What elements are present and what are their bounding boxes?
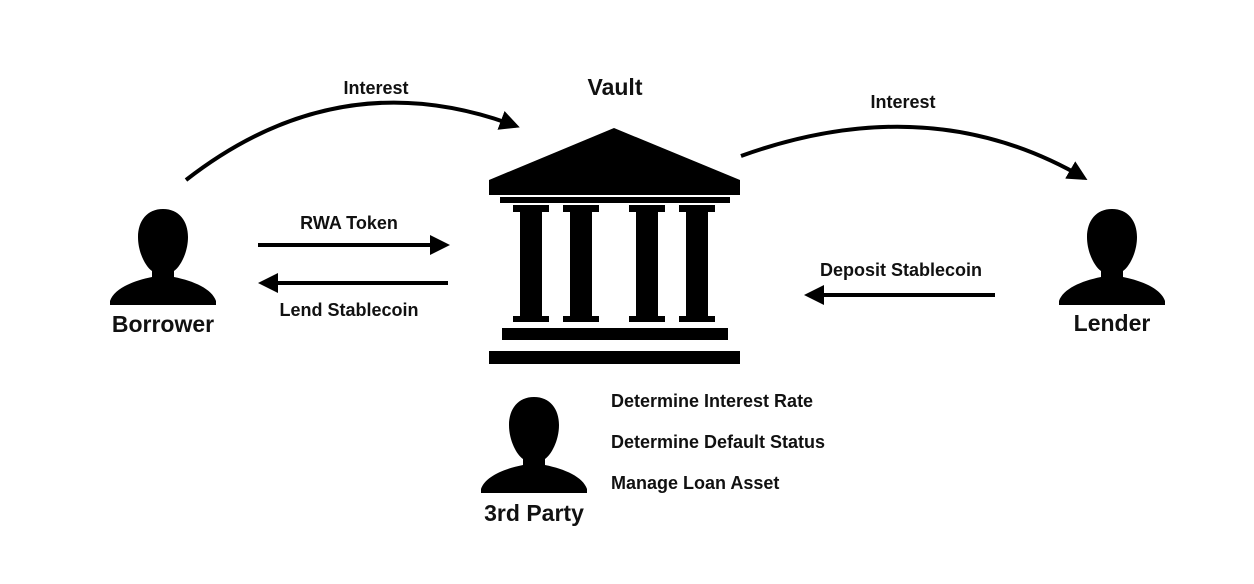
borrower-label: Borrower [112, 311, 214, 337]
third-party-label: 3rd Party [484, 500, 584, 526]
deposit-stablecoin-label: Deposit Stablecoin [820, 260, 982, 280]
bank-building-icon [489, 128, 740, 364]
lend-stablecoin-label: Lend Stablecoin [279, 300, 418, 320]
borrower-person-icon [110, 209, 216, 305]
role-item: Determine Default Status [611, 432, 825, 452]
role-item: Determine Interest Rate [611, 391, 813, 411]
vault-title: Vault [588, 74, 643, 100]
borrower-interest-label: Interest [343, 78, 408, 98]
third-party-roles: Determine Interest Rate Determine Defaul… [611, 391, 825, 493]
lender-person-icon [1059, 209, 1165, 305]
lender-interest-arrow [740, 124, 1088, 181]
role-item: Manage Loan Asset [611, 473, 779, 493]
rwa-token-label: RWA Token [300, 213, 398, 233]
borrower-interest-arrow [184, 100, 520, 182]
third-party-person-icon [481, 397, 587, 493]
lender-label: Lender [1074, 310, 1151, 336]
lender-interest-label: Interest [870, 92, 935, 112]
